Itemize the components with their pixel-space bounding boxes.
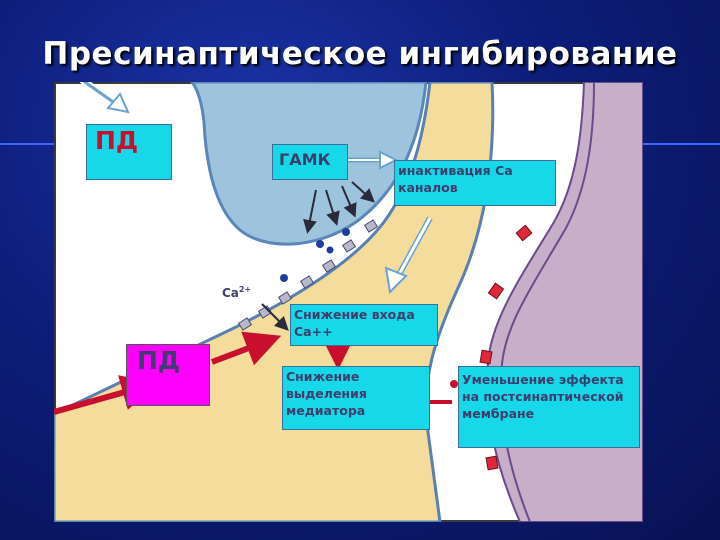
incoming-arrow-head — [106, 92, 130, 114]
effect-line-1: Уменьшение эффекта — [462, 372, 624, 387]
ca-label: Ca2+ — [222, 282, 266, 300]
mediator-label: Снижение выделения медиатора — [282, 366, 430, 430]
slide-title: Пресинаптическое ингибирование — [42, 36, 678, 72]
mediator-line-1: Снижение — [286, 369, 360, 384]
ca-entry-label: Снижение входа Са++ — [290, 304, 438, 346]
ca-label-superscript: 2+ — [238, 285, 252, 294]
ca-arrow — [261, 303, 289, 331]
mediator-line-2: выделения — [286, 386, 367, 401]
effect-line-2: на постсинаптической — [462, 389, 624, 404]
postsynaptic-receptors — [479, 224, 533, 471]
pd-red-arrow-right — [210, 331, 282, 366]
inactivation-label: инактивация Са каналов — [394, 160, 556, 206]
ca-label-text: Ca — [222, 286, 239, 300]
pd-magenta-label: ПД — [126, 344, 210, 406]
effect-dot — [450, 380, 458, 388]
effect-line-3: мембране — [462, 406, 535, 421]
diagram-panel: ПД ГАМК инактивация Са каналов ПД Ca2+ С… — [54, 82, 643, 522]
ca-entry-line-2: Са++ — [294, 324, 333, 339]
effect-label: Уменьшение эффекта на постсинаптической … — [458, 366, 640, 448]
gamk-label: ГАМК — [272, 144, 348, 180]
mediator-line-3: медиатора — [286, 403, 366, 418]
inactivation-line-2: каналов — [398, 180, 458, 195]
pd-top-label: ПД — [86, 124, 172, 180]
gaba-dots — [280, 228, 350, 282]
postsynaptic-membrane — [486, 82, 643, 522]
decor-line-right — [642, 143, 720, 145]
gaba-release-arrows — [303, 181, 375, 234]
inactivation-line-1: инактивация Са — [398, 163, 513, 178]
decor-line-left — [0, 143, 56, 145]
ca-channels — [237, 219, 379, 331]
ca-entry-line-1: Снижение входа — [294, 307, 415, 322]
